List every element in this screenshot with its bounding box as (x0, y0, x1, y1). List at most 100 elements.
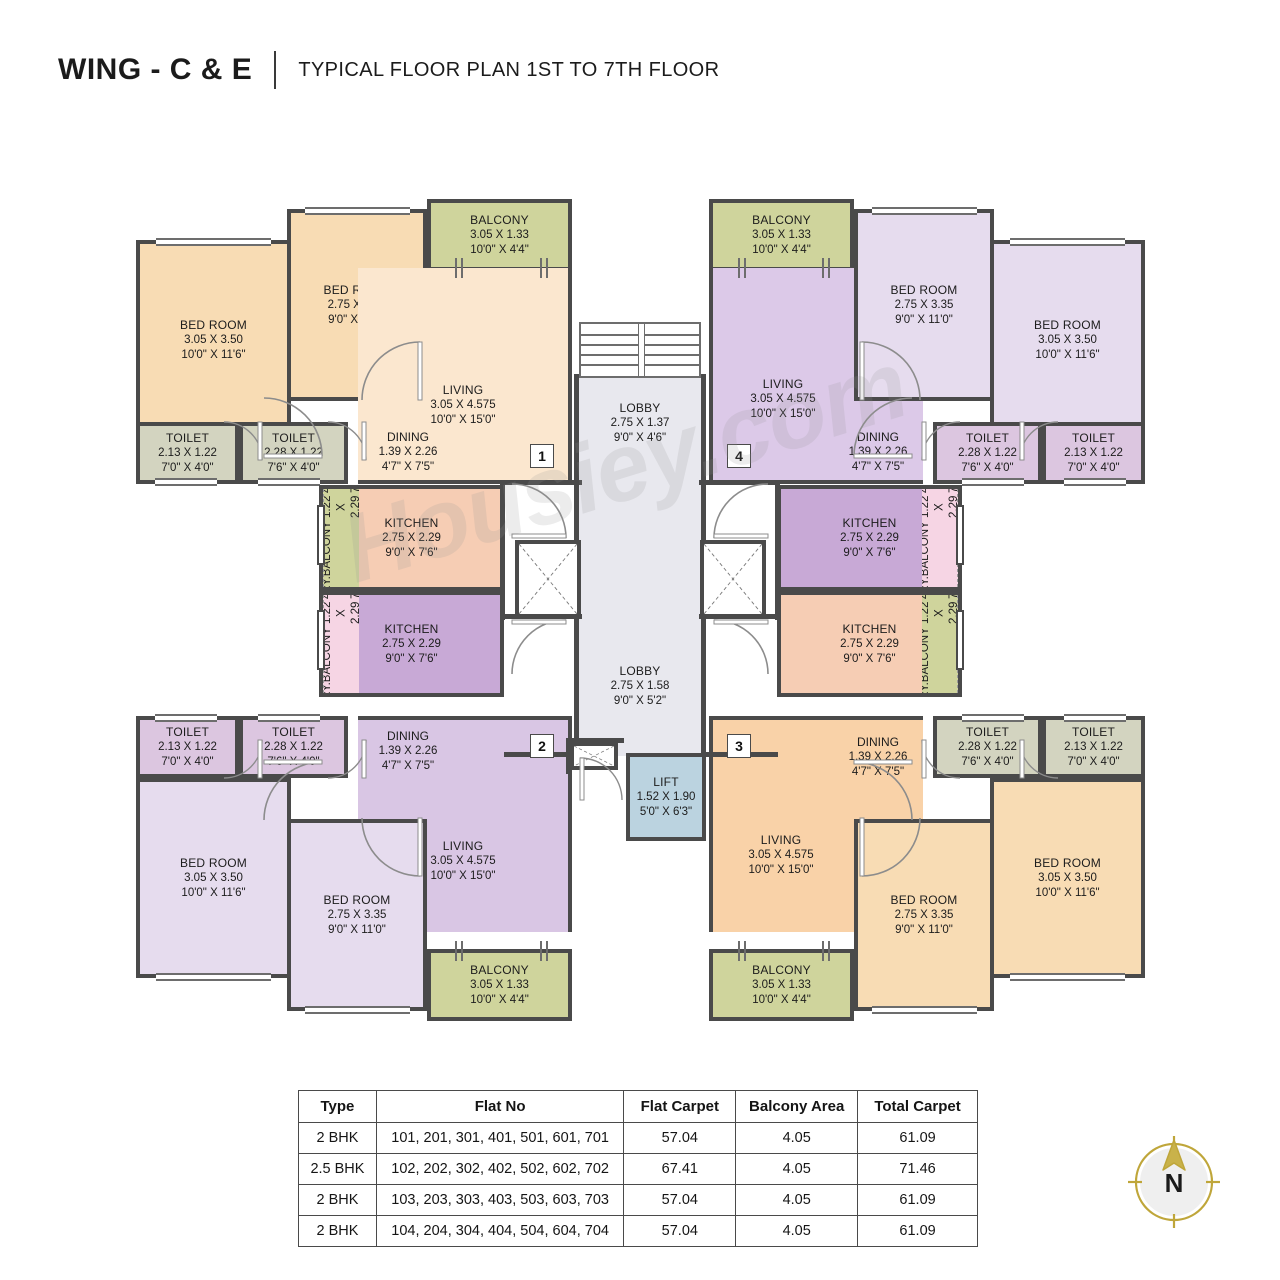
table-row: 2 BHK 104, 204, 304, 404, 504, 604, 704 … (298, 1215, 978, 1247)
room-dim-imperial: 9'0" X 7'6" (843, 546, 896, 559)
unit-badge-4[interactable]: 4 (727, 444, 751, 468)
room-dim-imperial: 10'0" X 11'6" (181, 886, 246, 899)
room-label: BED ROOM (1034, 317, 1101, 332)
room-dim-metric: 3.05 X 3.50 (184, 872, 243, 885)
room-label: DRY.BALCONY (922, 521, 931, 587)
cell-flat-carpet: 57.04 (623, 1122, 737, 1154)
window (156, 973, 271, 981)
room-u4-drybalcony: DRY.BALCONY 1.22 X 2.29 4'0" X 7'6" (922, 489, 958, 587)
room-label: DRY.BALCONY (922, 627, 931, 693)
room-label: BED ROOM (1034, 855, 1101, 870)
room-dim-imperial: 9'0" X 11'0" (328, 923, 386, 936)
cell-balcony-area: 4.05 (735, 1122, 859, 1154)
room-u2-toilet-a: TOILET 2.13 X 1.22 7'0" X 4'0" (136, 716, 239, 778)
room-dim-imperial: 5'0" X 6'3" (639, 805, 693, 818)
room-dim-metric: 3.05 X 4.575 (748, 849, 814, 862)
room-dim-imperial: 10'0" X 15'0" (430, 413, 496, 426)
room-dim-metric: 1.22 X 2.29 (922, 601, 958, 625)
room-dim-metric: 2.75 X 2.29 (382, 532, 441, 545)
window (317, 505, 325, 565)
plan-subtitle: TYPICAL FLOOR PLAN 1ST TO 7TH FLOOR (298, 58, 720, 81)
door-arc (920, 738, 966, 780)
window (258, 714, 320, 722)
room-dim-imperial: 10'0" X 4'4" (470, 993, 529, 1006)
unit-badge-1[interactable]: 1 (530, 444, 554, 468)
window (962, 478, 1024, 486)
room-u2-bed-small: BED ROOM 2.75 X 3.35 9'0" X 11'0" (287, 819, 427, 1011)
north-compass: N (1122, 1130, 1226, 1234)
cell-type: 2.5 BHK (298, 1153, 377, 1185)
wall-segment (504, 480, 582, 485)
window (155, 478, 217, 486)
room-label: TOILET (166, 430, 209, 445)
door-arc (708, 618, 770, 676)
room-dim-imperial: 4'0" X 7'6" (323, 595, 359, 599)
room-dim-imperial: 10'0" X 15'0" (430, 869, 496, 882)
room-u1-balcony: BALCONY 3.05 X 1.33 10'0" X 4'4" (427, 199, 572, 271)
room-dim-imperial: 10'0" X 4'4" (470, 243, 529, 256)
cell-flat-no: 103, 203, 303, 403, 503, 603, 703 (375, 1184, 625, 1216)
unit-badge-2[interactable]: 2 (530, 734, 554, 758)
room-dim-imperial: 10'0" X 4'4" (752, 993, 811, 1006)
door-arc (708, 482, 770, 540)
window (1064, 714, 1126, 722)
table-row: 2.5 BHK 102, 202, 302, 402, 502, 602, 70… (298, 1153, 978, 1185)
window (872, 1006, 977, 1014)
balcony-rail-icon (455, 941, 463, 961)
cell-flat-carpet: 57.04 (623, 1215, 737, 1247)
door-arc (258, 759, 324, 822)
lobby-top: LOBBY 2.75 X 1.37 9'0" X 4'6" (578, 378, 702, 558)
room-u1-bed-large: BED ROOM 3.05 X 3.50 10'0" X 11'6" (136, 240, 291, 440)
room-dim-imperial: 9'0" X 11'0" (895, 313, 953, 326)
door-arc (218, 738, 264, 780)
room-dim-imperial: 7'0" X 4'0" (161, 461, 214, 474)
room-dim-metric: 3.05 X 4.575 (430, 855, 496, 868)
door-arc (322, 738, 368, 780)
window (1010, 973, 1125, 981)
room-label: LOBBY (619, 663, 661, 678)
room-dim-imperial: 4'0" X 7'6" (922, 595, 958, 599)
room-dim-metric: 1.22 X 2.29 (323, 601, 359, 625)
room-u1-drybalcony: DRY.BALCONY 1.22 X 2.29 4'0" X 7'6" (323, 489, 359, 587)
balcony-rail-icon (822, 941, 830, 961)
room-label: DRY.BALCONY (323, 627, 333, 693)
door-arc (856, 340, 922, 402)
header-divider (274, 51, 277, 89)
room-dim-metric: 2.75 X 2.29 (382, 638, 441, 651)
room-label: TOILET (166, 724, 209, 739)
room-dim-metric: 1.22 X 2.29 (323, 495, 359, 519)
room-dim-metric: 2.28 X 1.22 (958, 741, 1017, 754)
room-dim-metric: 3.05 X 4.575 (430, 399, 496, 412)
lobby-bottom: LOBBY 2.75 X 1.58 9'0" X 5'2" (578, 556, 702, 756)
room-label: LIVING (442, 382, 484, 397)
window (156, 238, 271, 246)
window (305, 207, 410, 215)
room-label: DRY.BALCONY (323, 521, 333, 587)
room-label: BALCONY (752, 962, 811, 977)
room-dim-imperial: 7'6" X 4'0" (961, 755, 1014, 768)
room-label: TOILET (272, 430, 315, 445)
wall-segment (775, 480, 780, 620)
cell-total-carpet: 71.46 (857, 1153, 978, 1185)
room-dim-metric: 3.05 X 3.50 (1038, 872, 1097, 885)
room-label: BED ROOM (180, 317, 247, 332)
door-arc (360, 340, 426, 402)
room-dim-imperial: 9'0" X 4'6" (613, 431, 667, 444)
col-type: Type (298, 1090, 377, 1123)
room-dim-imperial: 9'0" X 11'0" (895, 923, 953, 936)
room-u3-balcony: BALCONY 3.05 X 1.33 10'0" X 4'4" (709, 949, 854, 1021)
door-arc (578, 756, 628, 802)
table-row: 2 BHK 101, 201, 301, 401, 501, 601, 701 … (298, 1122, 978, 1154)
room-dim-metric: 3.05 X 3.50 (1038, 334, 1097, 347)
door-arc (510, 482, 572, 540)
window (1010, 238, 1125, 246)
cell-flat-carpet: 57.04 (623, 1184, 737, 1216)
door-arc (1018, 420, 1064, 462)
room-dim-metric: 3.05 X 1.33 (470, 229, 529, 242)
cell-flat-no: 101, 201, 301, 401, 501, 601, 701 (375, 1122, 625, 1154)
cell-balcony-area: 4.05 (735, 1215, 859, 1247)
unit-badge-3[interactable]: 3 (727, 734, 751, 758)
service-shaft-small (570, 742, 618, 770)
room-dim-metric: 2.13 X 1.22 (1064, 741, 1123, 754)
cell-total-carpet: 61.09 (857, 1184, 978, 1216)
